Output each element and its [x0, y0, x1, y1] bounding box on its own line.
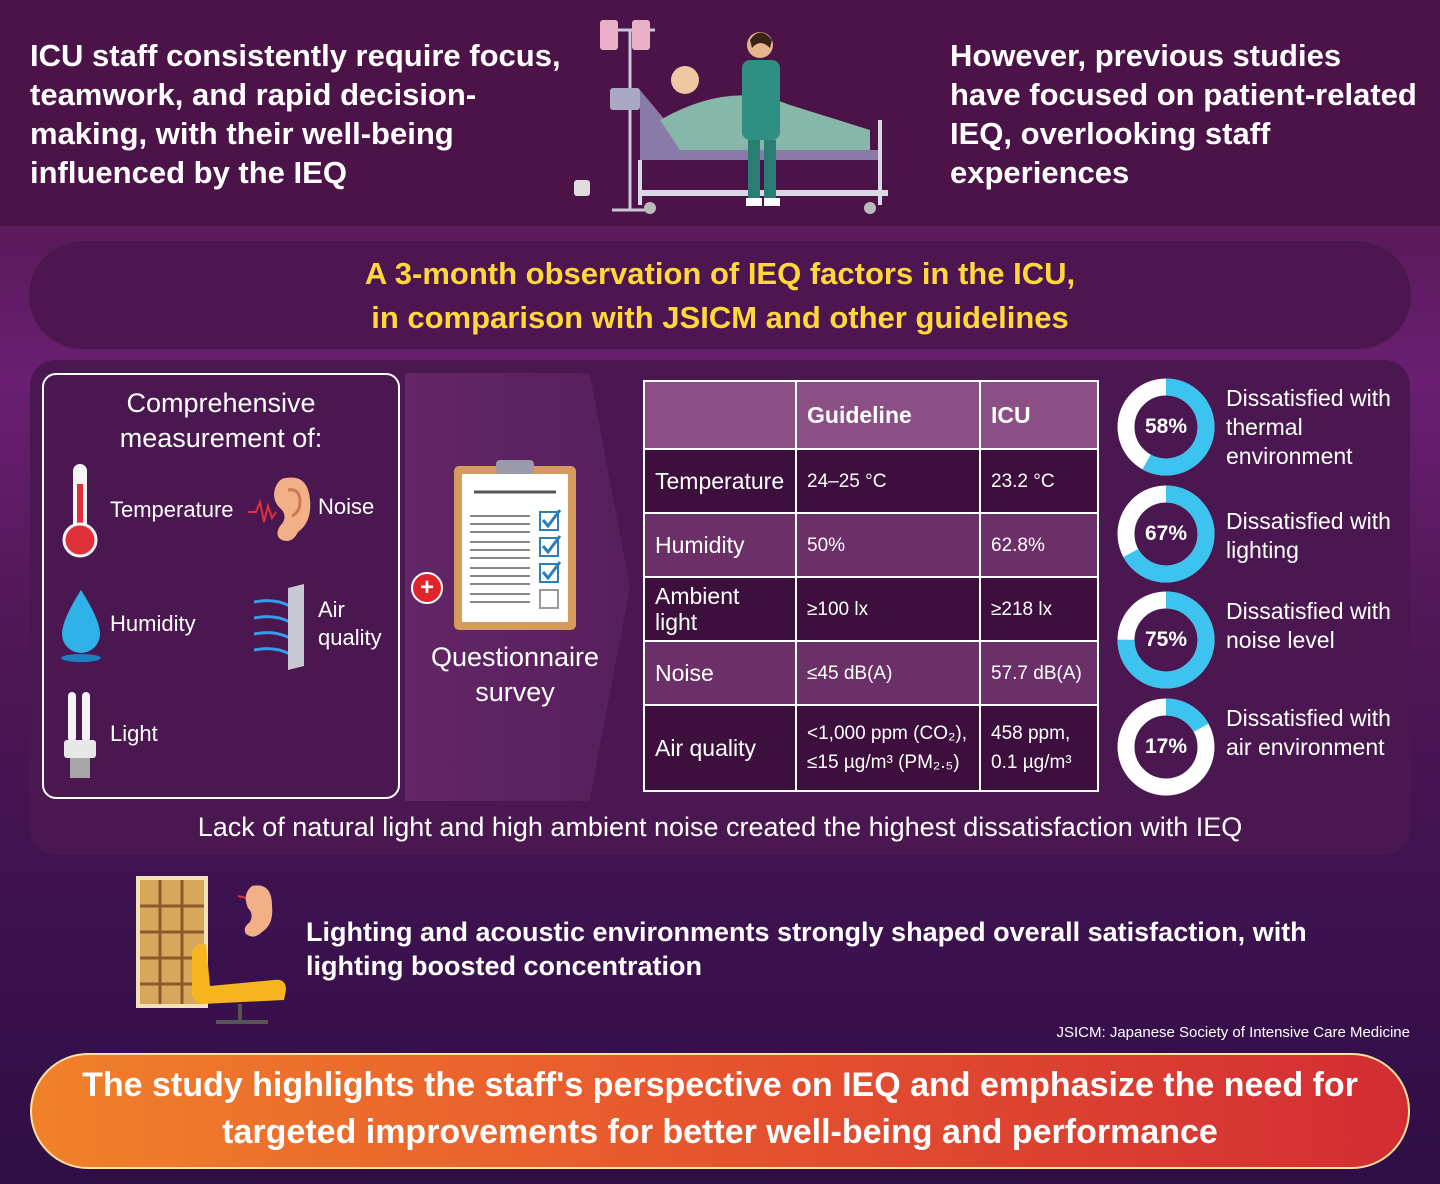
intro-left-text: ICU staff consistently require focus, te…: [30, 38, 561, 190]
donut-arc-lighting: [1117, 485, 1215, 583]
table-cell-param: Ambient light: [643, 576, 797, 642]
table-cell-param: Noise: [643, 640, 797, 706]
table-header-icu: ICU: [979, 380, 1099, 450]
table-row: Air quality <1,000 ppm (CO₂), ≤15 µg/m³ …: [643, 704, 1099, 792]
table-cell-icu: 57.7 dB(A): [979, 640, 1099, 706]
table-row: Noise ≤45 dB(A) 57.7 dB(A): [643, 640, 1099, 706]
table-cell-icu: 458 ppm, 0.1 µg/m³: [979, 704, 1099, 792]
donut-air: [1117, 698, 1215, 796]
water-drop-icon: [61, 590, 101, 662]
donut-label-noise: Dissatisfied with noise level: [1226, 598, 1391, 653]
takeaway-text: The study highlights the staff's perspec…: [82, 1066, 1358, 1151]
donut-value-noise: 75%: [1144, 628, 1188, 651]
clipboard-icon: [454, 460, 576, 630]
donut-noise: [1117, 591, 1215, 689]
donut-arc-air: [1117, 698, 1215, 796]
table-cell-guideline: ≤45 dB(A): [795, 640, 981, 706]
measure-noise: Noise: [318, 494, 375, 519]
donut-label-lighting: Dissatisfied with lighting: [1226, 508, 1391, 563]
donut-value-lighting: 67%: [1144, 522, 1188, 545]
table-header-empty: [643, 380, 797, 450]
table-row: Ambient light ≥100 lx ≥218 lx: [643, 576, 1099, 642]
donut-thermal: [1117, 378, 1215, 476]
table-cell-param: Air quality: [643, 704, 797, 792]
table-cell-icu: 23.2 °C: [979, 448, 1099, 514]
ear-icon: [248, 477, 311, 541]
observation-heading: A 3-month observation of IEQ factors in …: [0, 252, 1440, 340]
donut-value-thermal: 58%: [1144, 415, 1188, 438]
table-cell-guideline: 24–25 °C: [795, 448, 981, 514]
table-cell-param: Temperature: [643, 448, 797, 514]
donut-label-thermal: Dissatisfied with thermal environment: [1226, 385, 1391, 469]
observation-line-1: A 3-month observation of IEQ factors in …: [364, 256, 1076, 291]
donut-value-air: 17%: [1144, 735, 1188, 758]
table-cell-param: Humidity: [643, 512, 797, 578]
takeaway-banner: [30, 1053, 1410, 1169]
conclusion-text: Lack of natural light and high ambient n…: [197, 812, 1243, 842]
donut-arc-noise: [1117, 591, 1215, 689]
table-row: Humidity 50% 62.8%: [643, 512, 1099, 578]
table-cell-guideline: 50%: [795, 512, 981, 578]
thermometer-icon: [62, 464, 98, 558]
intro-right-text: However, previous studies have focused o…: [950, 38, 1417, 190]
shaped-satisfaction-text: Lighting and acoustic environments stron…: [306, 917, 1307, 981]
table-row: Temperature 24–25 °C 23.2 °C: [643, 448, 1099, 514]
observation-banner: [28, 240, 1412, 350]
survey-label: Questionnaire survey: [430, 642, 600, 707]
observation-line-2: in comparison with JSICM and other guide…: [371, 300, 1069, 335]
measure-temperature: Temperature: [110, 497, 234, 522]
measurement-title: Comprehensive measurement of:: [119, 388, 323, 453]
measure-air-quality: Air quality: [318, 597, 382, 650]
donut-arc-thermal: [1117, 378, 1215, 476]
measurement-box: [42, 373, 400, 799]
table-cell-guideline: ≥100 lx: [795, 576, 981, 642]
ieq-comparison-table: Guideline ICU Temperature 24–25 °C 23.2 …: [643, 380, 1099, 792]
table-cell-icu: 62.8%: [979, 512, 1099, 578]
measure-light: Light: [110, 721, 158, 746]
air-filter-icon: [253, 584, 304, 670]
donut-label-air: Dissatisfied with air environment: [1226, 705, 1391, 760]
table-header-guideline: Guideline: [795, 380, 981, 450]
abbreviation-footnote: JSICM: Japanese Society of Intensive Car…: [1056, 1024, 1410, 1041]
table-cell-icu: ≥218 lx: [979, 576, 1099, 642]
measure-humidity: Humidity: [110, 611, 196, 636]
table-header-row: Guideline ICU: [643, 380, 1099, 450]
window-chair-illustration: [136, 876, 286, 1024]
donut-lighting: [1117, 485, 1215, 583]
table-cell-guideline: <1,000 ppm (CO₂), ≤15 µg/m³ (PM₂.₅): [795, 704, 981, 792]
light-bulb-icon: [64, 692, 96, 778]
icu-patient-illustration: [574, 20, 888, 214]
plus-icon: +: [411, 572, 443, 604]
